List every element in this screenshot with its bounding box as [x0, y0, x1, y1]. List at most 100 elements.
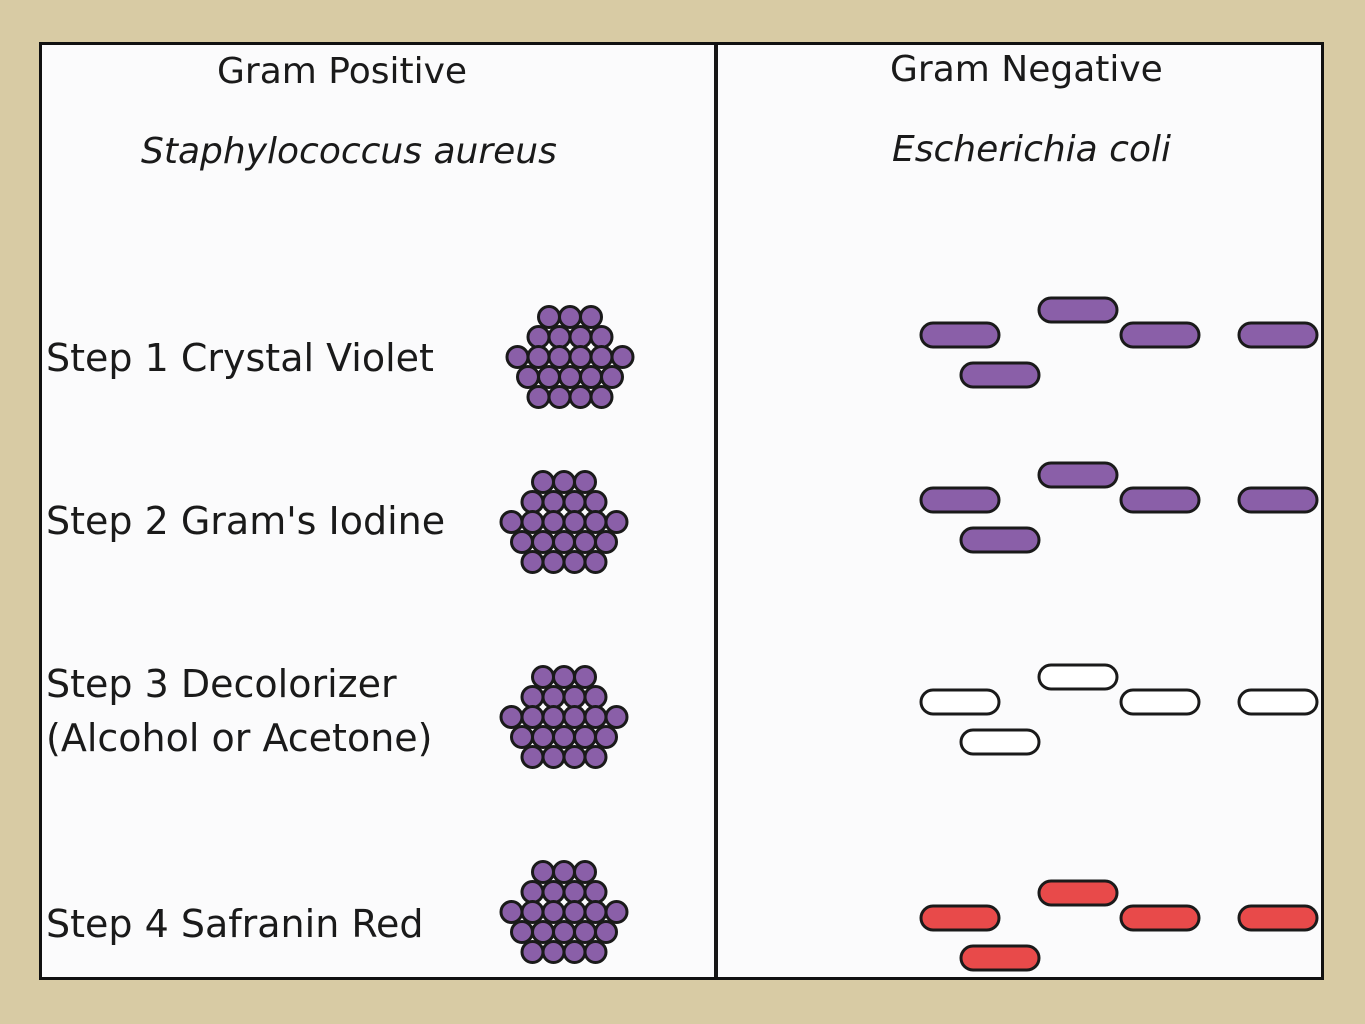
- rod-group-step-2: [919, 461, 1319, 554]
- coccus-cell: [562, 550, 587, 574]
- coccus-cell: [516, 365, 540, 389]
- step-1-label: Step 1 Crystal Violet: [46, 336, 434, 380]
- coccus-cell: [541, 685, 566, 709]
- coccus-cell: [594, 725, 618, 749]
- rod-cell: [1119, 904, 1201, 932]
- coccus-cell: [562, 745, 587, 769]
- coccus-cell: [600, 365, 624, 389]
- rod-cell: [919, 321, 1001, 349]
- step-2-label: Step 2 Gram's Iodine: [46, 499, 446, 543]
- coccus-cell: [520, 490, 545, 514]
- coccus-cell: [541, 510, 566, 534]
- rod-cell: [1237, 486, 1319, 514]
- coccus-cell: [541, 490, 566, 514]
- gram-positive-species: Staphylococcus aureus: [141, 131, 557, 172]
- coccus-cell: [604, 900, 629, 924]
- coccus-cell: [520, 745, 545, 769]
- rod-cell: [959, 728, 1041, 756]
- coccus-cell: [579, 305, 603, 329]
- rod-cell: [919, 904, 1001, 932]
- rod-cell: [959, 944, 1041, 972]
- coccus-cluster-step-3: [499, 665, 629, 769]
- coccus-cell: [568, 345, 593, 369]
- gram-stain-diagram: Gram Positive Staphylococcus aureus Gram…: [39, 42, 1324, 980]
- rod-group-step-1: [919, 296, 1319, 389]
- coccus-cell: [583, 685, 608, 709]
- coccus-cell: [594, 920, 618, 944]
- coccus-cell: [583, 550, 608, 574]
- coccus-cell: [552, 530, 576, 554]
- coccus-cell: [589, 325, 614, 349]
- coccus-cell: [531, 470, 555, 494]
- coccus-cell: [573, 920, 597, 944]
- coccus-cell: [552, 725, 576, 749]
- coccus-cell: [541, 900, 566, 924]
- rod-cell: [959, 361, 1041, 389]
- coccus-cell: [583, 880, 608, 904]
- coccus-cell: [510, 725, 534, 749]
- coccus-cell: [579, 365, 603, 389]
- step-3-label: Step 3 Decolorizer: [46, 662, 397, 706]
- coccus-cell: [547, 385, 572, 409]
- coccus-cell: [520, 510, 545, 534]
- coccus-cell: [552, 920, 576, 944]
- coccus-cell: [562, 880, 587, 904]
- column-divider: [714, 45, 718, 977]
- coccus-cell: [541, 705, 566, 729]
- rod-cell: [919, 688, 1001, 716]
- coccus-cell: [573, 860, 597, 884]
- coccus-cell: [541, 550, 566, 574]
- coccus-cluster-step-4: [499, 860, 629, 964]
- coccus-cell: [573, 470, 597, 494]
- coccus-cell: [531, 920, 555, 944]
- coccus-cell: [531, 530, 555, 554]
- coccus-cell: [583, 490, 608, 514]
- rod-cell: [1037, 663, 1119, 691]
- coccus-cell: [552, 860, 576, 884]
- coccus-cell: [583, 705, 608, 729]
- coccus-cell: [520, 705, 545, 729]
- coccus-cell: [562, 685, 587, 709]
- coccus-cell: [547, 325, 572, 349]
- coccus-cell: [589, 385, 614, 409]
- coccus-cell: [583, 900, 608, 924]
- gram-positive-header: Gram Positive: [217, 51, 468, 92]
- coccus-cell: [520, 940, 545, 964]
- gram-negative-species: Escherichia coli: [892, 129, 1171, 170]
- coccus-cell: [583, 510, 608, 534]
- coccus-cell: [531, 665, 555, 689]
- coccus-cell: [562, 490, 587, 514]
- coccus-cell: [583, 940, 608, 964]
- coccus-cell: [510, 530, 534, 554]
- coccus-cell: [573, 530, 597, 554]
- coccus-cell: [541, 940, 566, 964]
- gram-negative-header: Gram Negative: [890, 49, 1163, 90]
- step-4-label: Step 4 Safranin Red: [46, 902, 424, 946]
- coccus-cell: [573, 725, 597, 749]
- rod-cell: [1119, 486, 1201, 514]
- coccus-cell: [505, 345, 530, 369]
- rod-cell: [1119, 688, 1201, 716]
- coccus-cell: [568, 325, 593, 349]
- bacteria-illustrations: [499, 296, 1319, 972]
- coccus-cell: [541, 880, 566, 904]
- coccus-cell: [510, 920, 534, 944]
- rod-cell: [959, 526, 1041, 554]
- coccus-cell: [526, 345, 551, 369]
- coccus-cell: [552, 665, 576, 689]
- coccus-cell: [562, 705, 587, 729]
- coccus-cell: [562, 510, 587, 534]
- coccus-cell: [499, 900, 524, 924]
- rod-group-step-3: [919, 663, 1319, 756]
- coccus-cell: [531, 860, 555, 884]
- coccus-cell: [558, 365, 582, 389]
- rod-cell: [919, 486, 1001, 514]
- coccus-cell: [610, 345, 635, 369]
- coccus-cell: [547, 345, 572, 369]
- coccus-cell: [520, 550, 545, 574]
- coccus-cell: [568, 385, 593, 409]
- rod-cell: [1037, 461, 1119, 489]
- coccus-cell: [573, 665, 597, 689]
- coccus-cell: [583, 745, 608, 769]
- coccus-cluster-step-1: [505, 305, 635, 409]
